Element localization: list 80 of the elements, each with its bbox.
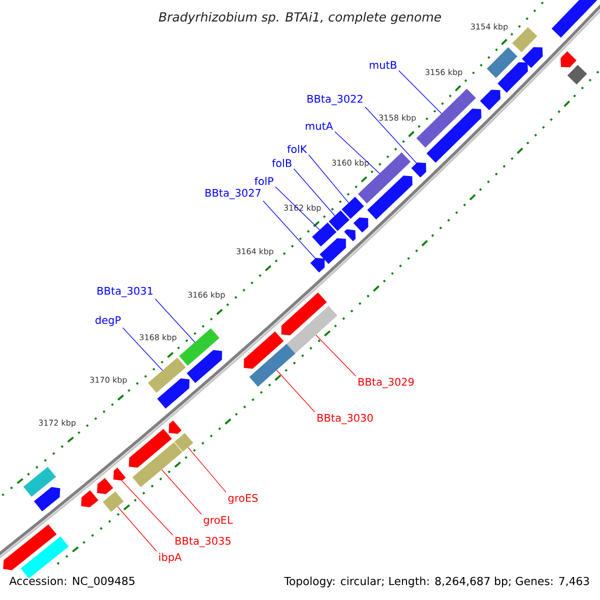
gene-label: folK (287, 144, 308, 154)
gene-symbol (157, 378, 190, 409)
gene-symbol (81, 490, 98, 508)
leader-line (122, 480, 174, 536)
gene-symbol (113, 468, 126, 481)
gene-symbol (148, 358, 186, 393)
gene-symbol (34, 487, 60, 512)
leader-line (122, 327, 163, 371)
gene-symbol (344, 229, 356, 242)
leader-line (188, 446, 226, 493)
gene-symbol (416, 88, 476, 148)
accession-text: Accession: NC_009485 (9, 576, 134, 588)
gene-label: BBta_3027 (206, 188, 261, 200)
gene-symbol (23, 466, 56, 497)
gene-symbol (320, 238, 346, 264)
gene-symbol (179, 328, 220, 366)
gene-symbol (102, 491, 124, 512)
gene-symbol (552, 0, 597, 38)
gene-label: groEL (204, 516, 233, 526)
gene-symbol (310, 258, 325, 273)
gene-symbol (186, 350, 222, 384)
title: Bradyrhizobium sp. BTAi1, complete genome (158, 12, 441, 24)
scale-label: 3160 kbp (330, 158, 370, 168)
gene-symbol (174, 433, 194, 452)
leader-line (161, 469, 202, 515)
scale-label: 3170 kbp (88, 376, 128, 386)
gene-symbol (486, 47, 518, 78)
gene-label: groES (228, 494, 258, 504)
leader-line (117, 506, 157, 552)
gene-symbol (426, 108, 482, 163)
gene-symbol (353, 217, 368, 233)
gene-symbol (342, 196, 364, 219)
gene-symbol (411, 162, 426, 178)
scale-label: 3154 kbp (469, 22, 510, 32)
leader-line (334, 131, 380, 174)
leader-line (364, 106, 417, 164)
gene-symbol (512, 27, 538, 52)
leader-line (154, 298, 196, 343)
leader-line (275, 186, 320, 230)
leader-line (276, 370, 316, 413)
gene-label: BBta_3035 (176, 536, 231, 548)
gene-symbol (249, 344, 296, 387)
gene-label: BBta_3029 (358, 378, 414, 388)
gene-label: degP (96, 316, 121, 326)
leader-line (316, 334, 356, 377)
scale-label: 3166 kbp (186, 290, 226, 300)
leader-line (398, 70, 442, 114)
scale-label: 3164 kbp (235, 247, 275, 257)
gene-symbol (281, 292, 327, 336)
gene-symbol (328, 210, 350, 232)
scale-label: 3172 kbp (37, 418, 78, 428)
gene-symbol (244, 331, 284, 369)
gene-label: ibpA (159, 552, 182, 564)
gene-symbol (367, 176, 412, 220)
scale-label: 3168 kbp (138, 333, 178, 343)
gene-label: BBta_3022 (308, 94, 362, 106)
gene-symbol (567, 64, 588, 85)
gene-symbol (285, 306, 338, 355)
gene-symbol (97, 478, 114, 494)
gene-label: folB (272, 158, 292, 168)
gene-symbol (128, 428, 172, 468)
gene-label: folP (254, 176, 274, 186)
leader-line (262, 200, 316, 259)
gene-label: mutA (306, 122, 333, 130)
gene-label: BBta_3031 (98, 286, 152, 298)
scale-label: 3158 kbp (378, 113, 418, 124)
gene-symbol (560, 51, 576, 68)
gene-symbol (480, 90, 500, 110)
gene-symbol (522, 47, 543, 68)
gene-label: BBta_3030 (318, 414, 373, 424)
leader-line (308, 154, 349, 204)
gene-symbol (3, 524, 57, 570)
leader-line (293, 168, 336, 216)
gene-symbol (312, 222, 336, 246)
gene-symbol (498, 62, 528, 93)
summary-text: Topology: circular; Length: 8,264,687 bp; Genes: 7,463 (284, 576, 589, 588)
gene-symbol (168, 420, 182, 434)
gene-label: mutB (370, 61, 396, 69)
scale-label: 3156 kbp (424, 68, 464, 78)
gene-symbol (132, 442, 182, 488)
